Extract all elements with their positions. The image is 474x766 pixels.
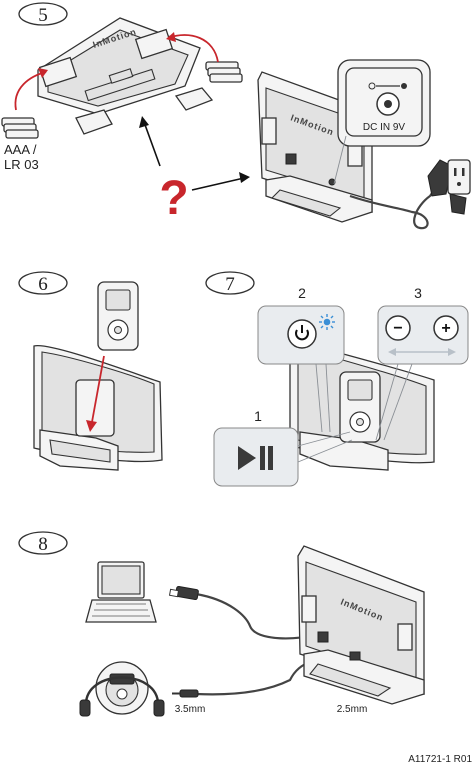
cd-player-icon — [79, 661, 165, 717]
speaker-back-open: InMotion — [37, 17, 201, 115]
step-6-section: 6 — [18, 271, 163, 471]
batteries-left — [1, 117, 39, 139]
step-6-badge — [18, 271, 68, 295]
plus-icon: + — [441, 320, 450, 337]
arrowhead-left — [38, 68, 48, 78]
power-icon — [295, 329, 309, 341]
laptop-icon — [85, 561, 157, 623]
arrow-to-adapter — [191, 177, 245, 191]
callout-number-3: 3 — [414, 285, 422, 301]
volume-up-button[interactable] — [433, 315, 459, 341]
step-5-number: 5 — [38, 5, 48, 26]
jack-label-35mm: 3.5mm — [175, 704, 206, 715]
battery-door-left — [75, 109, 113, 135]
speaker-standing-step8: InMotion — [297, 545, 425, 705]
step-5-badge — [18, 2, 68, 26]
ipod-docked — [339, 371, 381, 443]
callout-number-2: 2 — [298, 285, 306, 301]
battery-type-label-line1: AAA / — [4, 142, 37, 157]
usb-plug — [175, 585, 199, 601]
step-5-section: 5 InMotion AAA / L — [1, 2, 471, 230]
step-7-badge — [205, 271, 255, 295]
document-code: A11721-1 R01 — [408, 754, 472, 765]
volume-down-button[interactable] — [385, 315, 411, 341]
battery-type-label-line2: LR 03 — [4, 157, 39, 172]
play-icon — [238, 446, 256, 470]
jack-label-25mm: 2.5mm — [337, 704, 368, 715]
audio-jack-35 — [179, 689, 199, 698]
pause-icon — [260, 446, 265, 470]
batteries-right — [205, 61, 243, 83]
insert-ipod-arrowhead — [86, 420, 97, 432]
question-mark: ? — [159, 172, 188, 225]
play-pause-callout — [213, 427, 299, 487]
minus-icon: − — [393, 320, 402, 337]
arrow-to-batteries — [143, 121, 161, 167]
insert-ipod-arrow — [91, 355, 105, 423]
power-led-icon — [319, 314, 335, 330]
step-8-section: 8 3.5mm 2.5mm — [18, 531, 425, 717]
dc-in-label: DC IN 9V — [363, 122, 406, 133]
step-8-number: 8 — [38, 534, 48, 555]
power-button[interactable] — [287, 319, 317, 349]
arrowhead-right — [166, 32, 176, 42]
battery-door-right — [174, 87, 214, 111]
ipod-step6 — [97, 281, 139, 351]
wall-outlet — [447, 159, 471, 195]
usb-cable — [195, 592, 319, 640]
callout-number-1: 1 — [254, 408, 262, 424]
step-6-number: 6 — [38, 274, 48, 295]
step-7-section: 7 2 3 1 − + — [205, 271, 469, 487]
step-8-badge — [18, 531, 68, 555]
step-7-number: 7 — [225, 274, 235, 295]
